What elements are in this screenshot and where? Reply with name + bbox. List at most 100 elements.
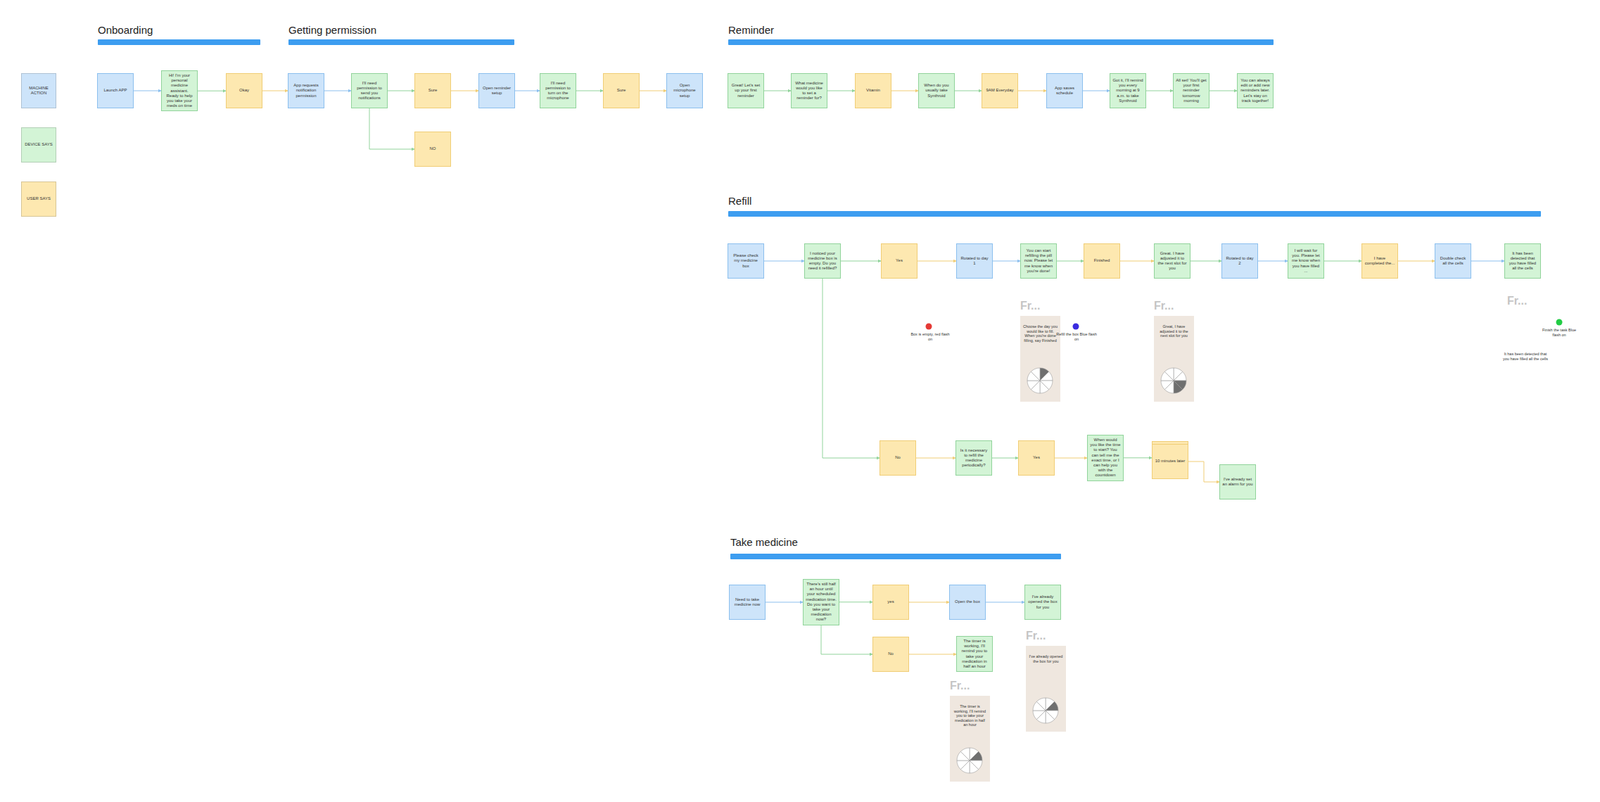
box-text: Need to take medicine now [731,597,763,608]
flow-connector [369,108,415,150]
section-title: Reminder [728,23,774,37]
box-text: Please check my medicine box [730,253,762,269]
box-text: Open reminder setup [481,85,513,96]
status-dot [925,323,933,330]
legend-swatch: MACHINE ACTION [21,73,57,109]
flow-connector [324,90,352,92]
legend-text: USER SAYS [26,196,51,202]
section-bar [730,553,1062,560]
flow-connector [1258,261,1288,262]
section-title: Getting permission [288,23,377,37]
box-text: Sure [617,87,627,93]
box-text: Choose the day you would like to fill. W… [1023,324,1058,343]
box-text: Okay [239,87,250,93]
flow-box: Got it, I'll remind you every morning at… [1109,73,1147,109]
box-text: 10 minutes later [1155,458,1186,464]
flow-box: Is it necessary to refill the medicine p… [955,440,993,476]
box-text: No [887,651,894,657]
box-text: yes [887,599,894,605]
flow-box: Finished [1083,243,1121,279]
pill-wheel [955,746,984,775]
flow-connector [827,90,855,92]
box-text: I've already opened the box for you [1028,654,1064,664]
flow-connector [765,602,803,603]
flow-box: I noticed your medicine box is empty. Do… [804,243,841,279]
box-text: App saves schedule [1049,85,1081,96]
legend-text: DEVICE SAYS [24,142,53,148]
flow-box: What medicine would you like to set a re… [790,73,828,109]
pill-wheel [1025,366,1055,395]
flow-connector [387,90,415,92]
flow-box: Open the box [949,584,986,620]
flow-connector [764,261,805,262]
legend-text: MACHINE ACTION [23,85,54,96]
box-text: I've already opened the box for you [1027,594,1059,611]
screen-card: Fr...Great, I have adjusted it to the ne… [1153,315,1195,402]
box-text: It has been detected that you have fille… [1507,251,1539,272]
box-text: Is it necessary to refill the medicine p… [958,448,990,469]
flow-connector [822,278,880,459]
flow-connector [839,601,873,603]
pill-wheel [1031,696,1060,725]
flow-box: Great. I have adjusted it to the next sl… [1153,243,1191,279]
flow-connector [1146,90,1173,92]
flow-connector [954,90,982,92]
flow-connector [891,90,919,92]
flow-connector [1190,261,1222,262]
flow-connector [262,90,288,92]
flow-box: All set! You'll get your first reminder … [1172,73,1210,109]
flow-box: Hi! I'm your personal medicine assistant… [161,70,198,112]
box-text: I'll need permission to turn on the micr… [542,80,574,102]
flow-box: 10 minutes later [1151,443,1189,480]
flow-box: NO [414,131,452,167]
box-text: Open microphone setup [669,83,701,99]
flow-box: Vitamin [854,73,892,109]
flow-connector [992,458,1019,459]
section-title: Fr... [1507,294,1527,308]
flow-box: Open reminder setup [478,73,516,109]
flow-connector [1209,90,1237,92]
section-title: Onboarding [97,23,153,37]
flow-connector [916,458,956,459]
box-text: Hi! I'm your personal medicine assistant… [163,73,195,109]
flow-box: App saves schedule [1046,73,1083,109]
flow-box: Okay [225,73,263,109]
box-text: Great. I have adjusted it to the next sl… [1156,251,1188,272]
flow-box: Please check my medicine box [727,243,765,279]
box-text: Double check all the cells [1437,256,1469,266]
legend-swatch: DEVICE SAYS [21,127,57,163]
box-text: NO [429,146,437,152]
flow-box: Yes [1018,440,1055,476]
flow-connector [1120,261,1154,262]
flow-box: I have completed the... [1361,243,1399,279]
box-text: The timer is working, I'll remind you to… [952,704,988,728]
box-text: Sure [428,87,438,93]
box-text: Great! Let's set up your first reminder [730,83,762,99]
flow-box: I'll need permission to turn on the micr… [539,73,577,109]
box-text: Yes [1032,455,1040,461]
flow-box: It has been detected that you have fille… [1504,243,1541,279]
flow-box: Rotated to day 2 [1221,243,1259,279]
flow-box: 9AM Everyday [981,73,1019,109]
flow-box: There's still half an hour until your sc… [802,579,840,626]
box-text: You can start refilling the pill now. Pl… [1023,248,1055,274]
box-text: 9AM Everyday [985,87,1014,93]
box-text: Open the box [954,599,981,605]
screen-card: Fr...The timer is working, I'll remind y… [949,695,990,782]
box-text: What medicine would you like to set a re… [793,80,825,102]
flow-box: Rotated to day 1 [956,243,993,279]
box-text: Yes [895,258,903,264]
flow-connector [515,90,540,92]
flow-connector [133,90,162,92]
section-bar [728,39,1274,46]
flow-connector [639,90,667,92]
box-text: Launch APP [103,87,127,93]
box-text: No [894,455,901,461]
flow-connector [197,90,226,92]
flow-box: I'll need permission to send you notific… [351,73,388,109]
flow-box: Launch APP [97,73,134,109]
frame-heading: Fr... [1025,629,1046,643]
flow-box: The timer is working, I'll remind you to… [956,636,993,672]
flow-box: yes [872,584,910,620]
